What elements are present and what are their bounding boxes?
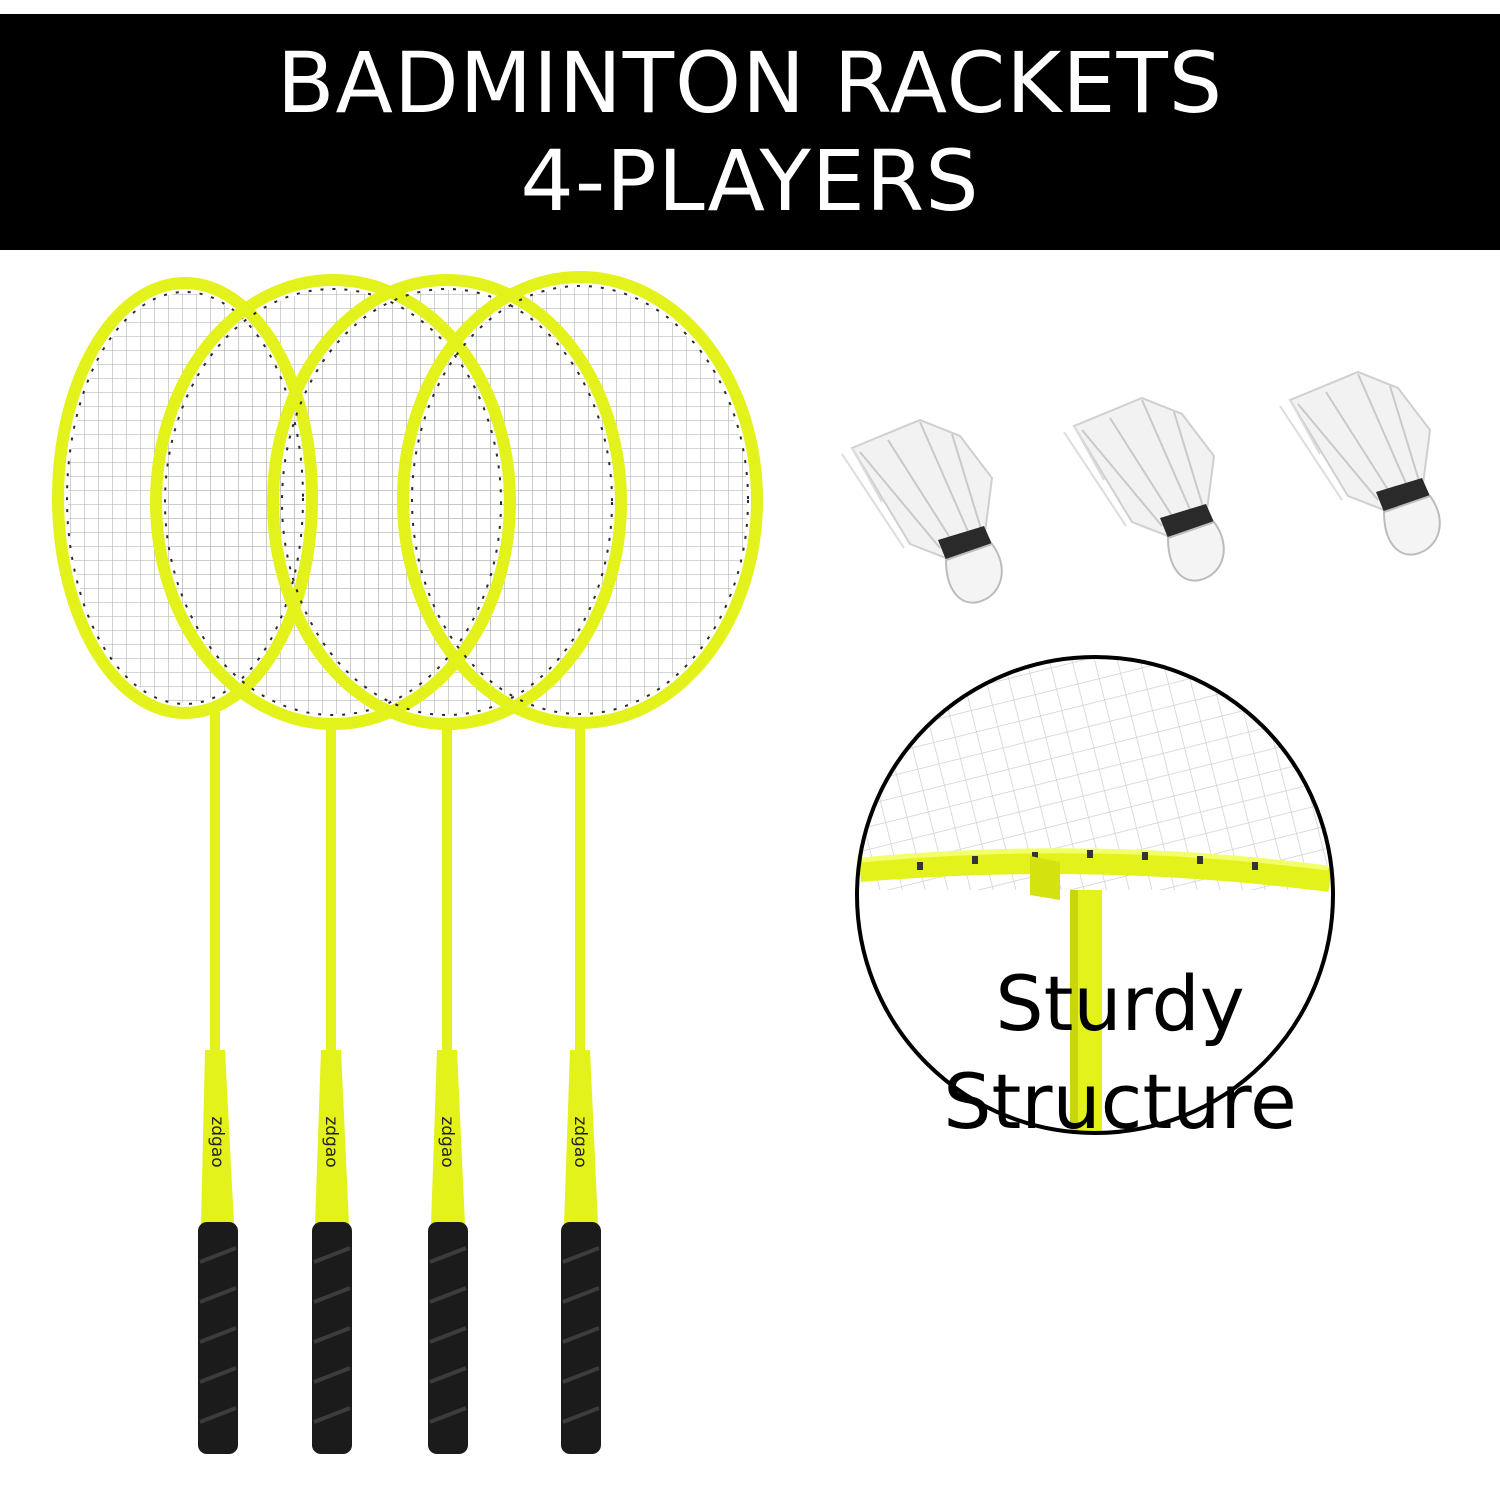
caption-line-1: Sturdy — [995, 959, 1245, 1048]
title-line-2: 4-PLAYERS — [520, 132, 980, 230]
title-line-1: BADMINTON RACKETS — [276, 34, 1224, 132]
shuttlecock-3 — [1279, 371, 1441, 556]
shuttlecock-2 — [1063, 397, 1225, 582]
brand-mark-3: zdgao — [437, 1116, 457, 1167]
caption-line-2: Structure — [943, 1057, 1297, 1146]
detail-caption: Sturdy Structure — [870, 955, 1370, 1151]
racket-3 — [267, 274, 627, 1454]
racket-4 — [397, 271, 763, 1454]
racket-1 — [52, 277, 318, 1454]
brand-marks: zdgao zdgao zdgao zdgao — [207, 1116, 590, 1167]
brand-mark-2: zdgao — [321, 1116, 341, 1167]
shuttlecocks — [841, 371, 1441, 604]
title-banner: BADMINTON RACKETS 4-PLAYERS — [0, 14, 1500, 250]
racket-string-beds — [68, 287, 747, 714]
magnified-detail — [855, 655, 1335, 1135]
brand-mark-1: zdgao — [207, 1116, 227, 1167]
shuttlecock-1 — [841, 419, 1003, 604]
racket-2 — [150, 274, 516, 1454]
brand-mark-4: zdgao — [570, 1116, 590, 1167]
